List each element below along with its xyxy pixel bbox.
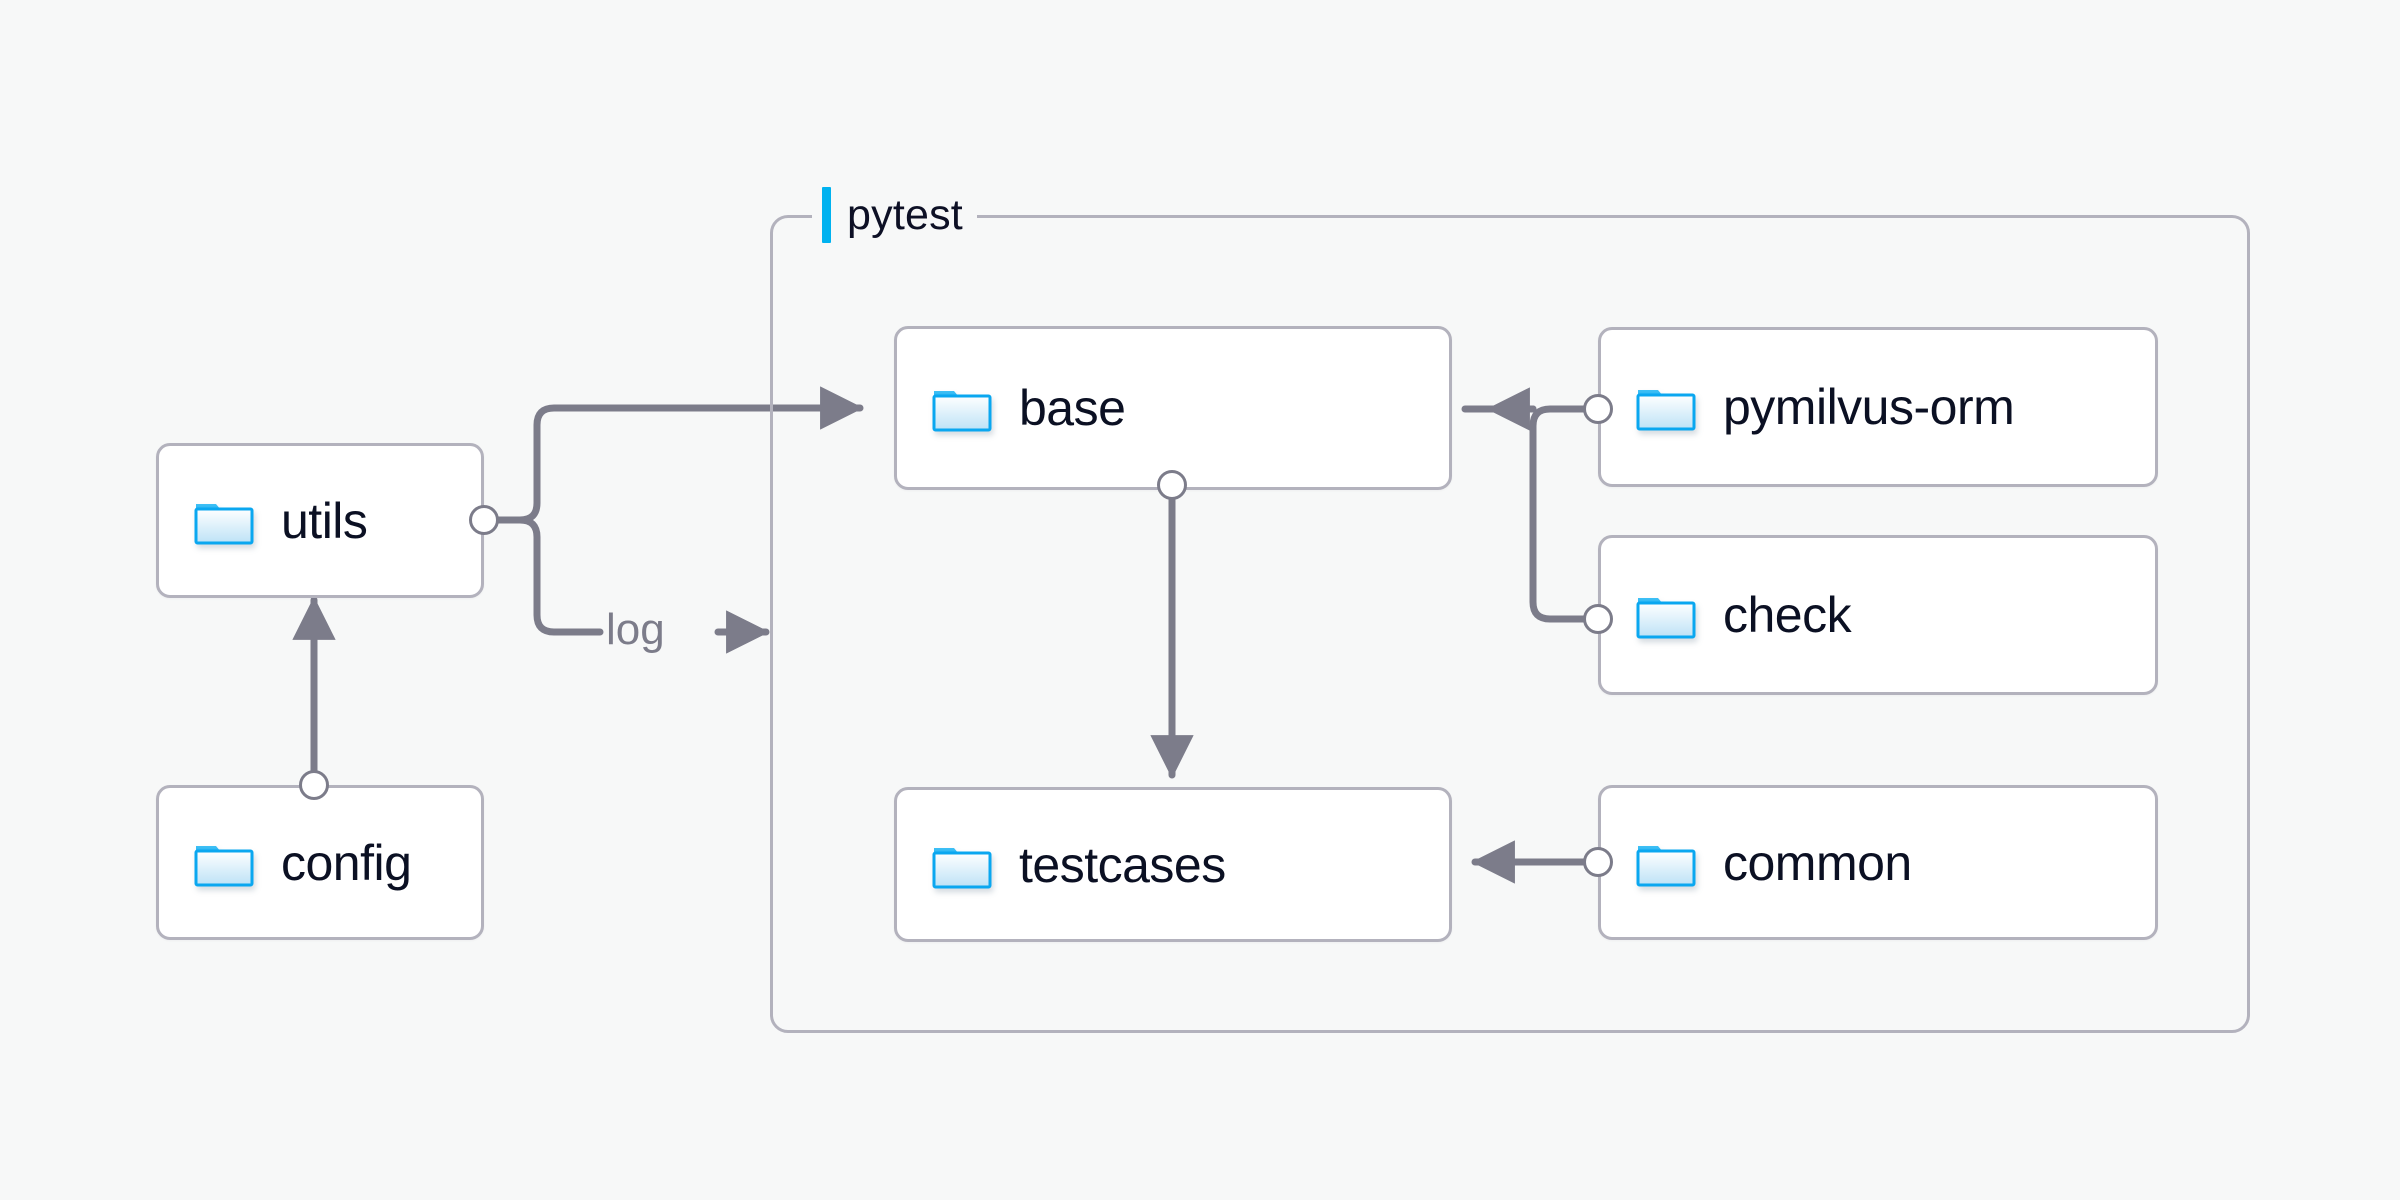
port-config-top[interactable] — [299, 770, 329, 800]
node-label: pymilvus-orm — [1723, 379, 2015, 435]
node-label: config — [281, 834, 412, 891]
edge-label-log: log — [606, 605, 665, 654]
port-check-left[interactable] — [1583, 604, 1613, 634]
folder-icon — [931, 382, 993, 434]
edge-utils-log — [480, 516, 604, 636]
folder-icon — [1635, 589, 1697, 641]
group-pytest-label: pytest — [812, 183, 977, 247]
node-label: base — [1019, 380, 1126, 436]
node-label: common — [1723, 834, 1912, 891]
node-label: check — [1723, 587, 1852, 643]
node-check[interactable]: check — [1598, 535, 2158, 695]
group-pytest[interactable] — [770, 215, 2250, 1033]
node-utils[interactable]: utils — [156, 443, 484, 598]
node-label: testcases — [1019, 836, 1226, 893]
group-accent-bar — [822, 187, 831, 243]
folder-icon — [931, 839, 993, 891]
group-title: pytest — [847, 190, 963, 239]
port-common-left[interactable] — [1583, 847, 1613, 877]
node-testcases[interactable]: testcases — [894, 787, 1452, 942]
port-utils-right[interactable] — [469, 505, 499, 535]
node-label: utils — [281, 492, 368, 549]
node-base[interactable]: base — [894, 326, 1452, 490]
port-base-bottom[interactable] — [1157, 470, 1187, 500]
node-config[interactable]: config — [156, 785, 484, 940]
folder-icon — [193, 495, 255, 547]
node-common[interactable]: common — [1598, 785, 2158, 940]
folder-icon — [1635, 381, 1697, 433]
node-pymilvus-orm[interactable]: pymilvus-orm — [1598, 327, 2158, 487]
folder-icon — [1635, 837, 1697, 889]
folder-icon — [193, 837, 255, 889]
port-pymilvus-orm-left[interactable] — [1583, 394, 1613, 424]
